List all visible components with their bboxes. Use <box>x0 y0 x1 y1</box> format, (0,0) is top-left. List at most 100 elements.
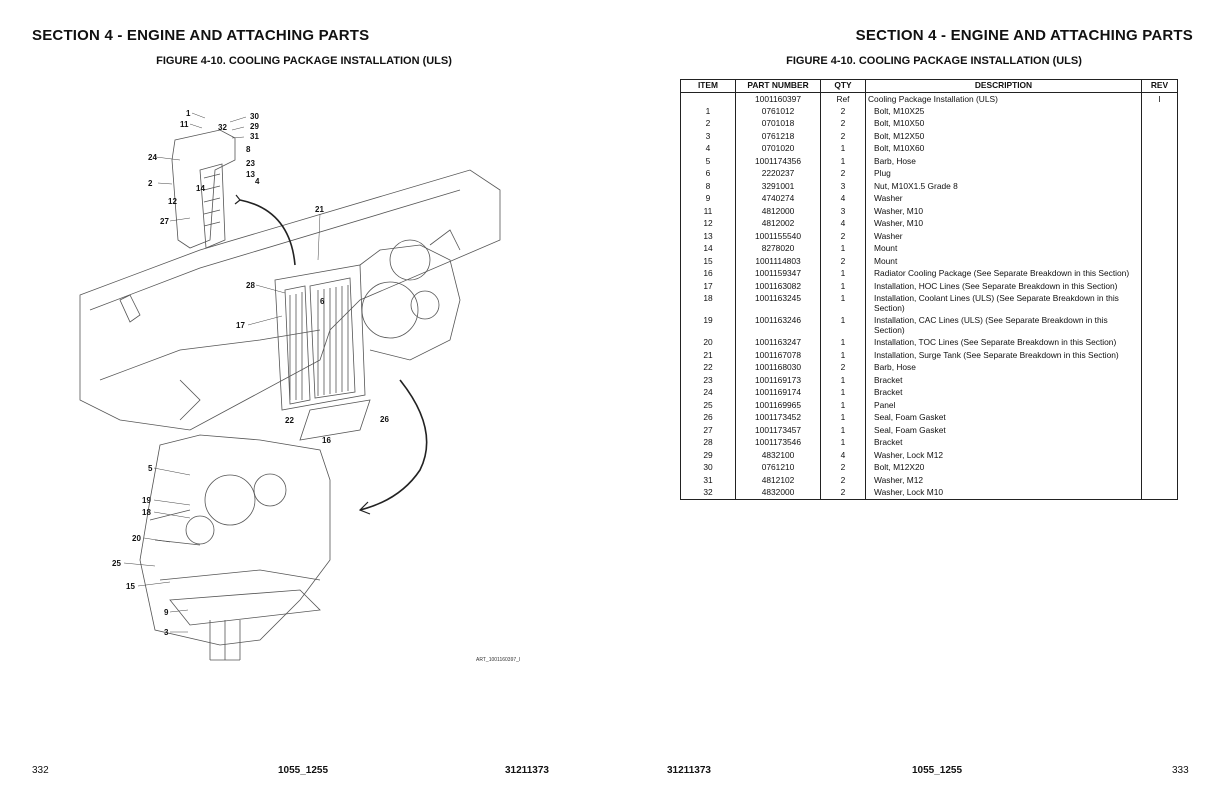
callout-1: 1 <box>186 109 191 118</box>
callout-14: 14 <box>196 184 205 193</box>
cell-part-number: 1001163246 <box>735 314 821 337</box>
cell-description: Washer, M10 <box>865 217 1142 231</box>
cell-description: Mount <box>865 242 1142 256</box>
description-text: Washer, M10 <box>874 218 924 229</box>
description-text: Installation, Surge Tank (See Separate B… <box>874 349 1119 360</box>
cell-qty: 2 <box>820 130 866 143</box>
page-number-right: 333 <box>1172 765 1189 776</box>
description-text: Mount <box>874 255 898 266</box>
cell-qty: 2 <box>820 105 866 118</box>
figure-title-right-text: FIGURE 4-10. COOLING PACKAGE INSTALLATIO… <box>786 55 1082 67</box>
cell-item: 28 <box>680 436 736 450</box>
table-header-row: ITEM PART NUMBER QTY DESCRIPTION REV <box>680 79 1178 93</box>
cell-part-number: 4812002 <box>735 217 821 231</box>
description-text: Washer <box>874 230 903 241</box>
cell-qty: 1 <box>820 242 866 256</box>
cell-part-number: 1001169173 <box>735 374 821 387</box>
cell-description: Panel <box>865 399 1142 412</box>
callout-29: 29 <box>250 122 259 131</box>
cell-part-number: 1001173457 <box>735 424 821 437</box>
cell-item: 9 <box>680 192 736 206</box>
cell-item: 31 <box>680 474 736 487</box>
cell-rev <box>1141 486 1178 501</box>
cell-part-number: 0761210 <box>735 461 821 475</box>
cell-description: Plug <box>865 167 1142 181</box>
cell-qty: 1 <box>820 142 866 156</box>
callout-leaders <box>123 112 321 633</box>
cell-rev <box>1141 280 1178 293</box>
cell-rev <box>1141 267 1178 281</box>
cell-part-number: 1001163082 <box>735 280 821 293</box>
cell-description: Bolt, M10X60 <box>865 142 1142 156</box>
drawing-linework <box>79 129 501 661</box>
cell-description: Nut, M10X1.5 Grade 8 <box>865 180 1142 193</box>
cell-item: 2 <box>680 117 736 131</box>
cell-item: 23 <box>680 374 736 387</box>
cell-item: 32 <box>680 486 736 501</box>
cell-description: Bolt, M10X50 <box>865 117 1142 131</box>
cell-description: Bolt, M10X25 <box>865 105 1142 118</box>
cell-rev <box>1141 461 1178 475</box>
cell-rev <box>1141 314 1178 337</box>
figure-title-left-text: FIGURE 4-10. COOLING PACKAGE INSTALLATIO… <box>156 55 452 67</box>
callout-24: 24 <box>148 153 157 162</box>
cell-qty: 2 <box>820 461 866 475</box>
cell-item: 15 <box>680 255 736 268</box>
cell-qty: 4 <box>820 217 866 231</box>
cell-qty: 2 <box>820 167 866 181</box>
cell-qty: 4 <box>820 449 866 462</box>
cell-item: 20 <box>680 336 736 350</box>
cell-rev <box>1141 167 1178 181</box>
cell-rev <box>1141 361 1178 375</box>
cell-part-number: 1001169174 <box>735 386 821 400</box>
cell-qty: 1 <box>820 424 866 437</box>
description-text: Bolt, M10X25 <box>874 105 925 116</box>
cell-part-number: 4812000 <box>735 205 821 218</box>
cell-item: 26 <box>680 411 736 425</box>
cell-description: Washer, M10 <box>865 205 1142 218</box>
cell-part-number: 1001160397 <box>735 92 821 106</box>
callout-2: 2 <box>148 179 153 188</box>
cell-rev <box>1141 142 1178 156</box>
col-header-rev: REV <box>1141 79 1178 93</box>
cell-rev <box>1141 399 1178 412</box>
callout-5: 5 <box>148 464 153 473</box>
col-header-part-number: PART NUMBER <box>735 79 821 93</box>
description-text: Barb, Hose <box>874 362 916 373</box>
cell-part-number: 1001163245 <box>735 292 821 315</box>
cell-item: 27 <box>680 424 736 437</box>
cell-part-number: 1001159347 <box>735 267 821 281</box>
page-number-left: 332 <box>32 765 49 776</box>
cell-rev <box>1141 117 1178 131</box>
cell-rev <box>1141 230 1178 243</box>
cell-description: Bracket <box>865 436 1142 450</box>
callout-18: 18 <box>142 508 151 517</box>
callout-16: 16 <box>322 436 331 445</box>
cell-part-number: 2220237 <box>735 167 821 181</box>
callout-12: 12 <box>168 197 177 206</box>
cell-item: 6 <box>680 167 736 181</box>
cell-part-number: 0701020 <box>735 142 821 156</box>
cell-rev <box>1141 374 1178 387</box>
cell-part-number: 1001169965 <box>735 399 821 412</box>
cell-item: 19 <box>680 314 736 337</box>
cell-qty: 1 <box>820 267 866 281</box>
document-number-left: 31211373 <box>505 765 549 776</box>
cell-rev <box>1141 205 1178 218</box>
description-text: Installation, Coolant Lines (ULS) (See S… <box>874 293 1119 313</box>
cell-part-number: 4832100 <box>735 449 821 462</box>
cell-item: 3 <box>680 130 736 143</box>
callout-28: 28 <box>246 281 255 290</box>
